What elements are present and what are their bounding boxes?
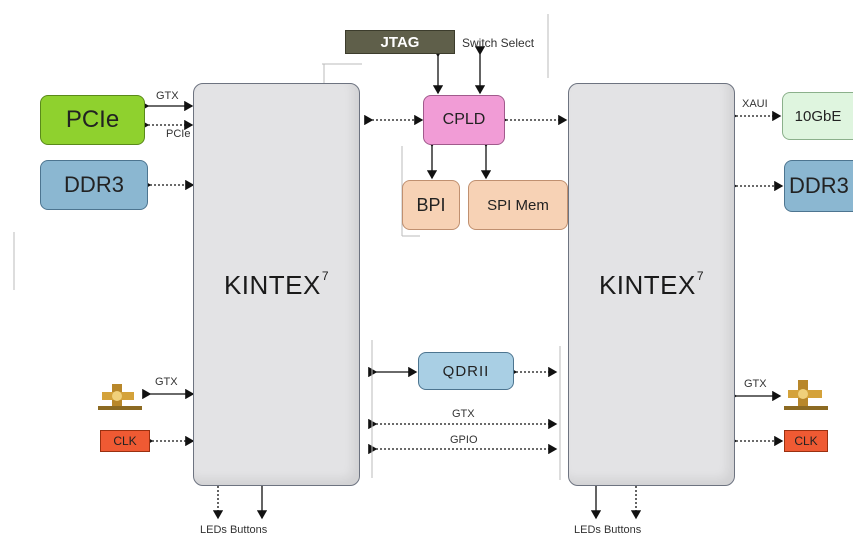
clk-left-label: CLK <box>113 434 136 448</box>
gpio-mid-label: GPIO <box>450 434 478 446</box>
tengbe-block: 10GbE <box>782 92 853 140</box>
cpld-block: CPLD <box>423 95 505 145</box>
ddr3-left-block: DDR3 <box>40 160 148 210</box>
gtx-mid-label: GTX <box>452 408 475 420</box>
switch-select-label: Switch Select <box>462 36 534 50</box>
clk-right-block: CLK <box>784 430 828 452</box>
spi-mem-label: SPI Mem <box>487 197 549 214</box>
fpga-left: KINTEX7 <box>193 83 360 486</box>
pcie-gtx-label: GTX <box>156 90 179 102</box>
leds-buttons-right-label: LEDs Buttons <box>574 524 641 536</box>
jtag-block: JTAG <box>345 30 455 54</box>
qdrii-block: QDRII <box>418 352 514 390</box>
clk-left-block: CLK <box>100 430 150 452</box>
ddr3-left-label: DDR3 <box>64 172 124 198</box>
jtag-label: JTAG <box>381 34 420 51</box>
pcie-block: PCIe <box>40 95 145 145</box>
xaui-label: XAUI <box>742 98 768 110</box>
fpga-left-label: KINTEX7 <box>224 269 329 301</box>
bpi-label: BPI <box>416 195 445 216</box>
clk-right-label: CLK <box>794 434 817 448</box>
fpga-right: KINTEX7 <box>568 83 735 486</box>
leds-buttons-left-label: LEDs Buttons <box>200 524 267 536</box>
tengbe-label: 10GbE <box>795 108 842 125</box>
qdrii-label: QDRII <box>443 363 490 380</box>
ddr3-right-block: DDR3 <box>784 160 853 212</box>
sma-connector-right-icon <box>782 376 832 416</box>
gtx-right-clk-label: GTX <box>744 378 767 390</box>
spi-mem-block: SPI Mem <box>468 180 568 230</box>
pcie-label: PCIe <box>66 106 119 134</box>
cpld-label: CPLD <box>443 111 486 129</box>
sma-connector-left-icon <box>98 378 148 416</box>
bpi-block: BPI <box>402 180 460 230</box>
ddr3-right-label: DDR3 <box>789 173 849 199</box>
pcie-small-label: PCIe <box>166 128 190 140</box>
fpga-right-label: KINTEX7 <box>599 269 704 301</box>
gtx-left-clk-label: GTX <box>155 376 178 388</box>
